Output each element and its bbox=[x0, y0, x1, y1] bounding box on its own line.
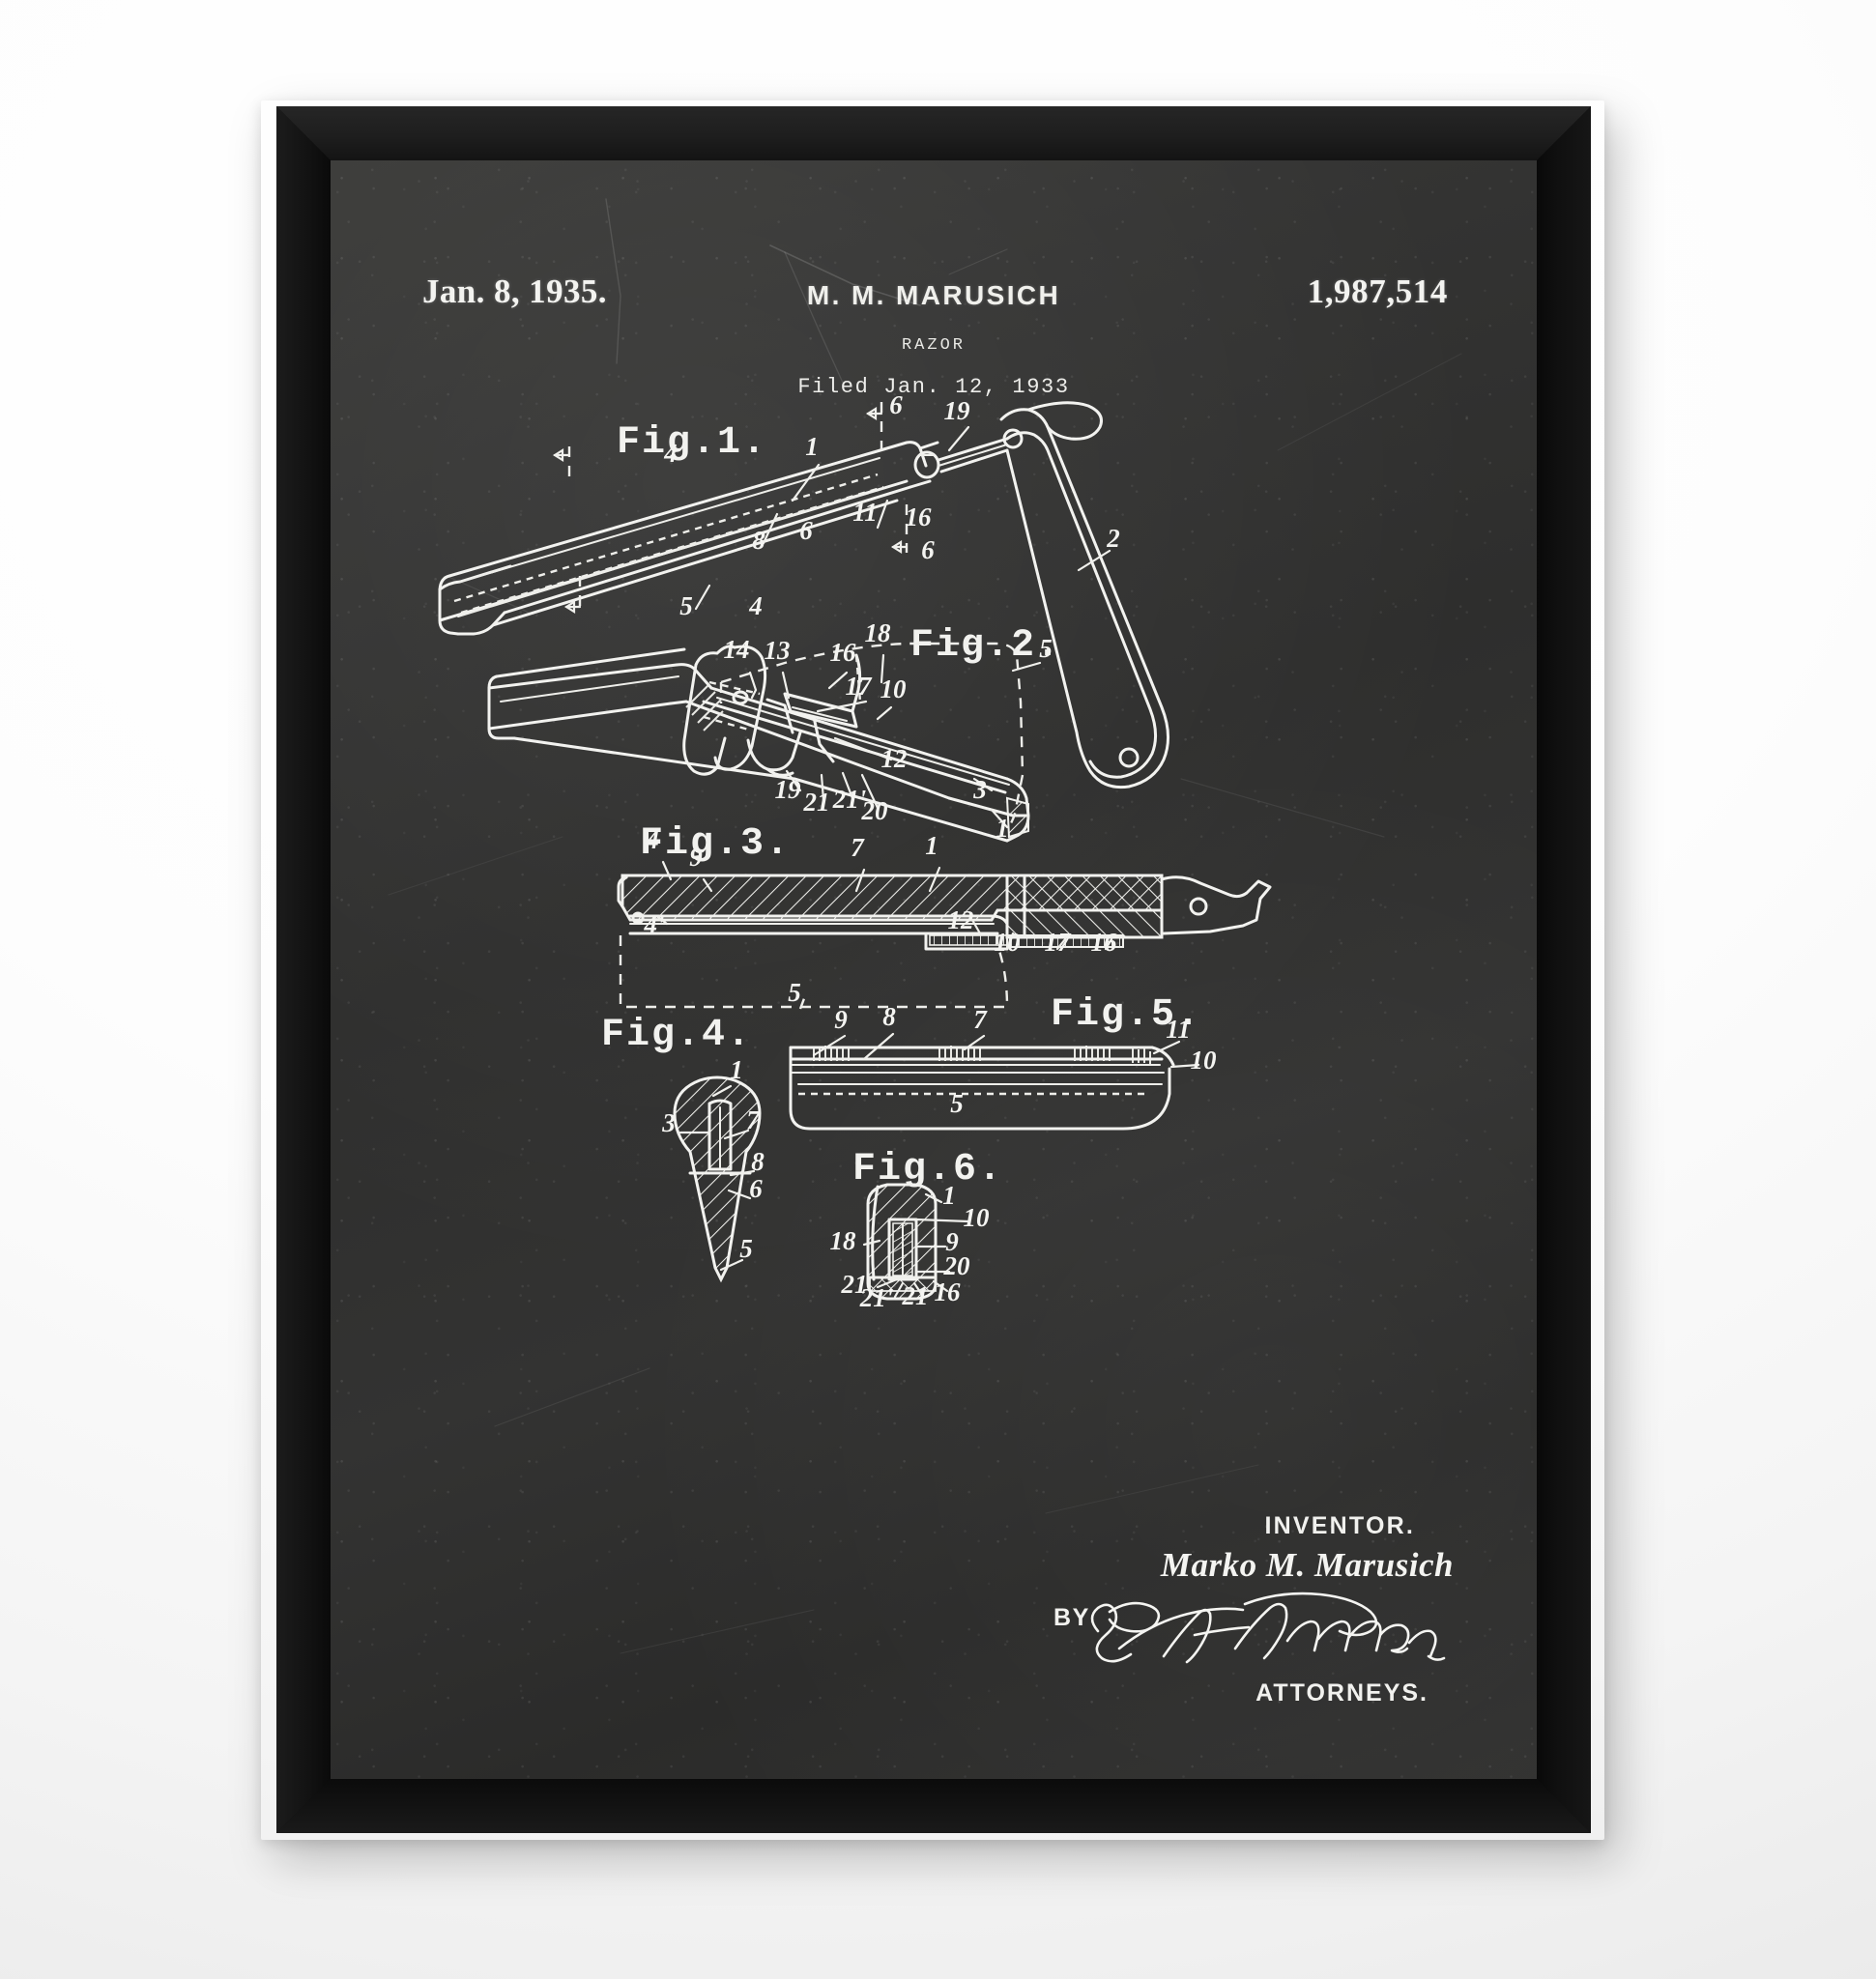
figure-caption-4: Fig.4. bbox=[601, 1014, 753, 1057]
reference-numeral: 5 bbox=[1039, 634, 1053, 663]
reference-numeral: 1 bbox=[925, 831, 938, 860]
reference-numeral: 5 bbox=[679, 591, 693, 620]
reference-numeral: 10 bbox=[880, 674, 908, 703]
reference-numeral: 13 bbox=[765, 636, 791, 665]
reference-numeral: 3 bbox=[661, 1108, 676, 1137]
patent-date: Jan. 8, 1935. bbox=[422, 272, 607, 310]
inventor-label: INVENTOR. bbox=[1264, 1512, 1415, 1539]
figure-caption-1: Fig.1. bbox=[617, 421, 768, 465]
reference-numeral: 17 bbox=[846, 672, 874, 701]
reference-numeral: 19 bbox=[944, 396, 971, 425]
reference-numeral: 21' bbox=[859, 1283, 894, 1312]
reference-numeral: 16 bbox=[935, 1277, 962, 1306]
reference-numeral: 16 bbox=[830, 638, 857, 667]
frame-bevel-right bbox=[1537, 106, 1591, 1833]
reference-numeral: 6 bbox=[889, 390, 903, 419]
reference-numeral: 2 bbox=[1106, 524, 1120, 553]
reference-numeral: 21 bbox=[803, 788, 830, 817]
figure-caption-6: Fig.6. bbox=[852, 1148, 1004, 1191]
patent-poster: Jan. 8, 1935. M. M. MARUSICH 1,987,514 R… bbox=[331, 160, 1537, 1779]
reference-numeral: 21 bbox=[841, 1270, 868, 1299]
inventor-full-name: Marko M. Marusich bbox=[1160, 1546, 1454, 1584]
reference-numeral: 20 bbox=[861, 796, 889, 825]
figure-4-drawing bbox=[673, 1076, 762, 1283]
patent-drawings: 619411116866542141316181710512192121'203… bbox=[438, 390, 1272, 1312]
reference-numeral: 4 bbox=[663, 439, 678, 468]
reference-numeral: 16 bbox=[906, 502, 933, 531]
reference-numeral: 1 bbox=[996, 814, 1009, 843]
reference-numeral: 7 bbox=[851, 833, 865, 862]
reference-numeral: 4 bbox=[748, 591, 763, 620]
reference-numeral: 12 bbox=[881, 744, 908, 773]
attorney-signature-line: BY bbox=[1048, 1587, 1454, 1679]
figure-caption-5: Fig.5. bbox=[1051, 993, 1202, 1037]
figure-1-drawing bbox=[438, 401, 1169, 789]
patent-filed-date: Filed Jan. 12, 1933 bbox=[797, 375, 1070, 399]
frame-bevel-bottom bbox=[276, 1779, 1591, 1833]
frame-bevel-top bbox=[276, 106, 1591, 160]
reference-numeral: 11 bbox=[1166, 1015, 1191, 1044]
figure-6-drawing bbox=[862, 1183, 970, 1301]
attorney-signature-icon bbox=[1090, 1592, 1446, 1664]
reference-numeral: 11 bbox=[852, 498, 878, 527]
figure-3-drawing bbox=[617, 860, 1272, 1010]
reference-numeral: 1 bbox=[805, 432, 819, 461]
reference-numeral: 4 bbox=[645, 825, 659, 854]
reference-numeral: 1 bbox=[942, 1181, 956, 1210]
reference-numeral: 7 bbox=[746, 1105, 761, 1134]
reference-numeral: 6 bbox=[799, 516, 813, 545]
reference-numeral: 4' bbox=[643, 910, 664, 939]
reference-numeral: 5 bbox=[739, 1234, 753, 1263]
reference-numeral: 1 bbox=[730, 1055, 743, 1084]
reference-numeral: 19 bbox=[775, 775, 802, 804]
reference-numeral: 9 bbox=[689, 843, 703, 872]
reference-numeral: 6 bbox=[921, 535, 935, 564]
reference-numeral: 5 bbox=[950, 1089, 964, 1118]
reference-numeral: 5 bbox=[788, 978, 801, 1007]
reference-numeral: 6 bbox=[749, 1174, 763, 1203]
reference-numeral: 21' bbox=[832, 785, 867, 814]
reference-numeral: 7 bbox=[973, 1005, 988, 1034]
reference-numeral: 18 bbox=[830, 1226, 857, 1255]
signature-block: INVENTOR. Marko M. Marusich BY bbox=[1048, 1512, 1454, 1707]
reference-numeral: 8 bbox=[752, 526, 765, 555]
figure-5-drawing bbox=[789, 1032, 1200, 1131]
reference-numeral: 20 bbox=[943, 1251, 971, 1280]
picture-frame: Jan. 8, 1935. M. M. MARUSICH 1,987,514 R… bbox=[276, 106, 1591, 1833]
reference-numeral: 10 bbox=[995, 928, 1022, 957]
reference-numeral: 16 bbox=[1091, 928, 1118, 957]
reference-numeral: 17 bbox=[1045, 928, 1073, 957]
reference-numeral: 14 bbox=[724, 635, 750, 664]
reference-numeral: 9 bbox=[834, 1005, 848, 1034]
attorneys-label: ATTORNEYS. bbox=[1255, 1679, 1429, 1707]
reference-numeral: 10 bbox=[964, 1203, 991, 1232]
figure-2-drawing bbox=[487, 642, 1042, 843]
figure-caption-3: Fig.3. bbox=[640, 822, 792, 866]
reference-numeral: 21 bbox=[902, 1281, 929, 1310]
patent-number: 1,987,514 bbox=[1307, 272, 1448, 310]
reference-numeral: 8 bbox=[882, 1002, 896, 1031]
figure-caption-2: Fig.2. bbox=[910, 624, 1062, 668]
by-label: BY bbox=[1053, 1604, 1090, 1631]
reference-numeral: 10 bbox=[1191, 1046, 1218, 1075]
reference-numeral: 9 bbox=[945, 1227, 959, 1256]
frame-bevel-left bbox=[276, 106, 331, 1833]
reference-numeral: 12 bbox=[948, 905, 974, 934]
patent-title: RAZOR bbox=[901, 336, 966, 355]
reference-numeral: 18 bbox=[865, 618, 892, 647]
patent-inventor-header: M. M. MARUSICH bbox=[806, 280, 1061, 310]
reference-numeral: 8 bbox=[751, 1147, 765, 1176]
reference-numeral: 3 bbox=[972, 775, 987, 804]
